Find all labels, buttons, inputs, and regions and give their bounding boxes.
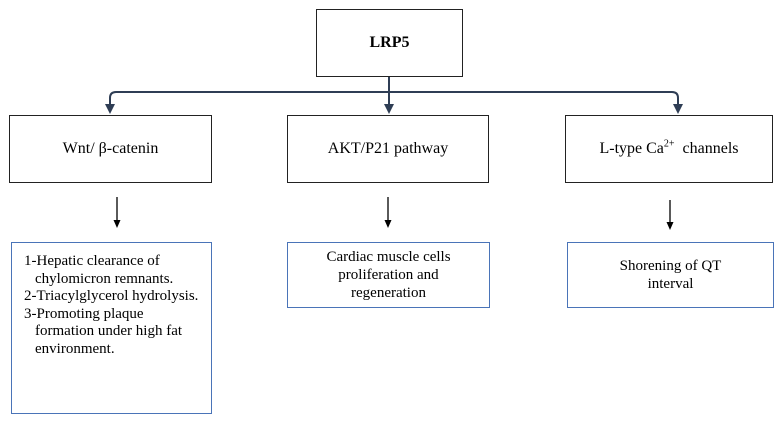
effects-akt-text: Cardiac muscle cells proliferation and r… xyxy=(326,249,451,301)
category-label-superscript: 2+ xyxy=(663,138,675,150)
arrow-wnt-effects-head xyxy=(113,220,121,228)
list-item: 1-Hepatic clearance of chylomicron remna… xyxy=(24,253,174,287)
effects-wnt-list: 1-Hepatic clearance of chylomicron remna… xyxy=(11,242,212,414)
effects-akt-box: Cardiac muscle cells proliferation and r… xyxy=(287,242,490,308)
list-item: 3-Promoting plaque formation under high … xyxy=(24,305,183,357)
root-node-lrp5: LRP5 xyxy=(316,9,463,77)
category-wnt-beta-catenin: Wnt/ β-catenin xyxy=(9,115,212,183)
list-item: 2-Triacylglycerol hydrolysis. xyxy=(24,288,199,304)
category-l-type-calcium-channels: L-type Ca2+ channels xyxy=(565,115,773,183)
branch-bus-connector xyxy=(109,91,679,112)
effects-ca-box: Shorening of QT interval xyxy=(567,242,774,308)
arrow-ca-effects-head xyxy=(666,222,674,230)
category-label-main: L-type Ca xyxy=(599,140,664,157)
category-label-tail: channels xyxy=(674,140,739,157)
root-label: LRP5 xyxy=(369,34,410,51)
arrow-akt-effects-head xyxy=(384,220,392,228)
arrow-to-ca xyxy=(673,104,683,114)
arrow-to-wnt xyxy=(105,104,115,114)
arrow-to-akt xyxy=(384,104,394,114)
category-akt-p21-pathway: AKT/P21 pathway xyxy=(287,115,489,183)
category-label: L-type Ca2+ channels xyxy=(599,138,739,158)
category-label: Wnt/ β-catenin xyxy=(62,140,159,157)
effects-ca-text: Shorening of QT interval xyxy=(619,258,722,292)
category-label: AKT/P21 pathway xyxy=(327,140,449,157)
